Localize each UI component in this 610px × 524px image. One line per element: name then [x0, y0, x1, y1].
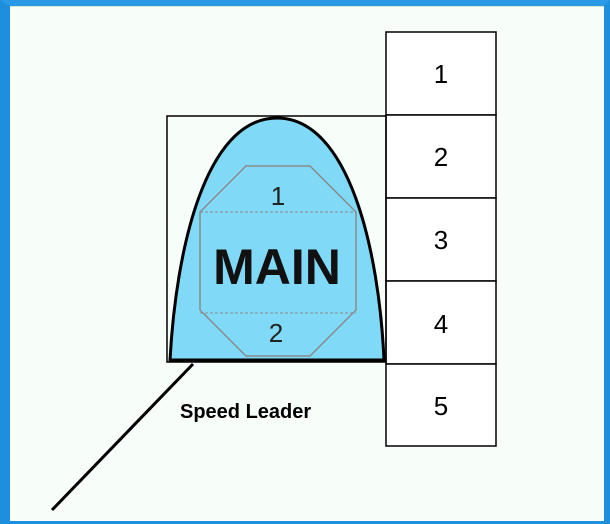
stack-column: 1 2 3 4 5 — [385, 31, 497, 447]
stack-cell-1 — [385, 31, 497, 116]
stack-cell-3 — [385, 197, 497, 282]
stack-cell-5 — [385, 363, 497, 447]
stack-cell-1-label: 1 — [434, 59, 448, 89]
speed-leader-line — [50, 362, 195, 512]
octagon-outline — [199, 165, 357, 357]
stack-cell-3-label: 3 — [434, 225, 448, 255]
symbol-frame — [166, 115, 387, 363]
main-dome-shape — [168, 116, 386, 362]
stack-cell-4-label: 4 — [434, 309, 448, 339]
stack-cell-2-label: 2 — [434, 142, 448, 172]
stack-cell-5-label: 5 — [434, 391, 448, 421]
speed-leader-label: Speed Leader — [180, 401, 311, 423]
main-label: MAIN — [213, 239, 341, 295]
upper-mark-label: 1 — [271, 181, 285, 211]
lower-mark-label: 2 — [269, 318, 283, 348]
stack-cell-2 — [385, 114, 497, 199]
stack-cell-4 — [385, 280, 497, 365]
